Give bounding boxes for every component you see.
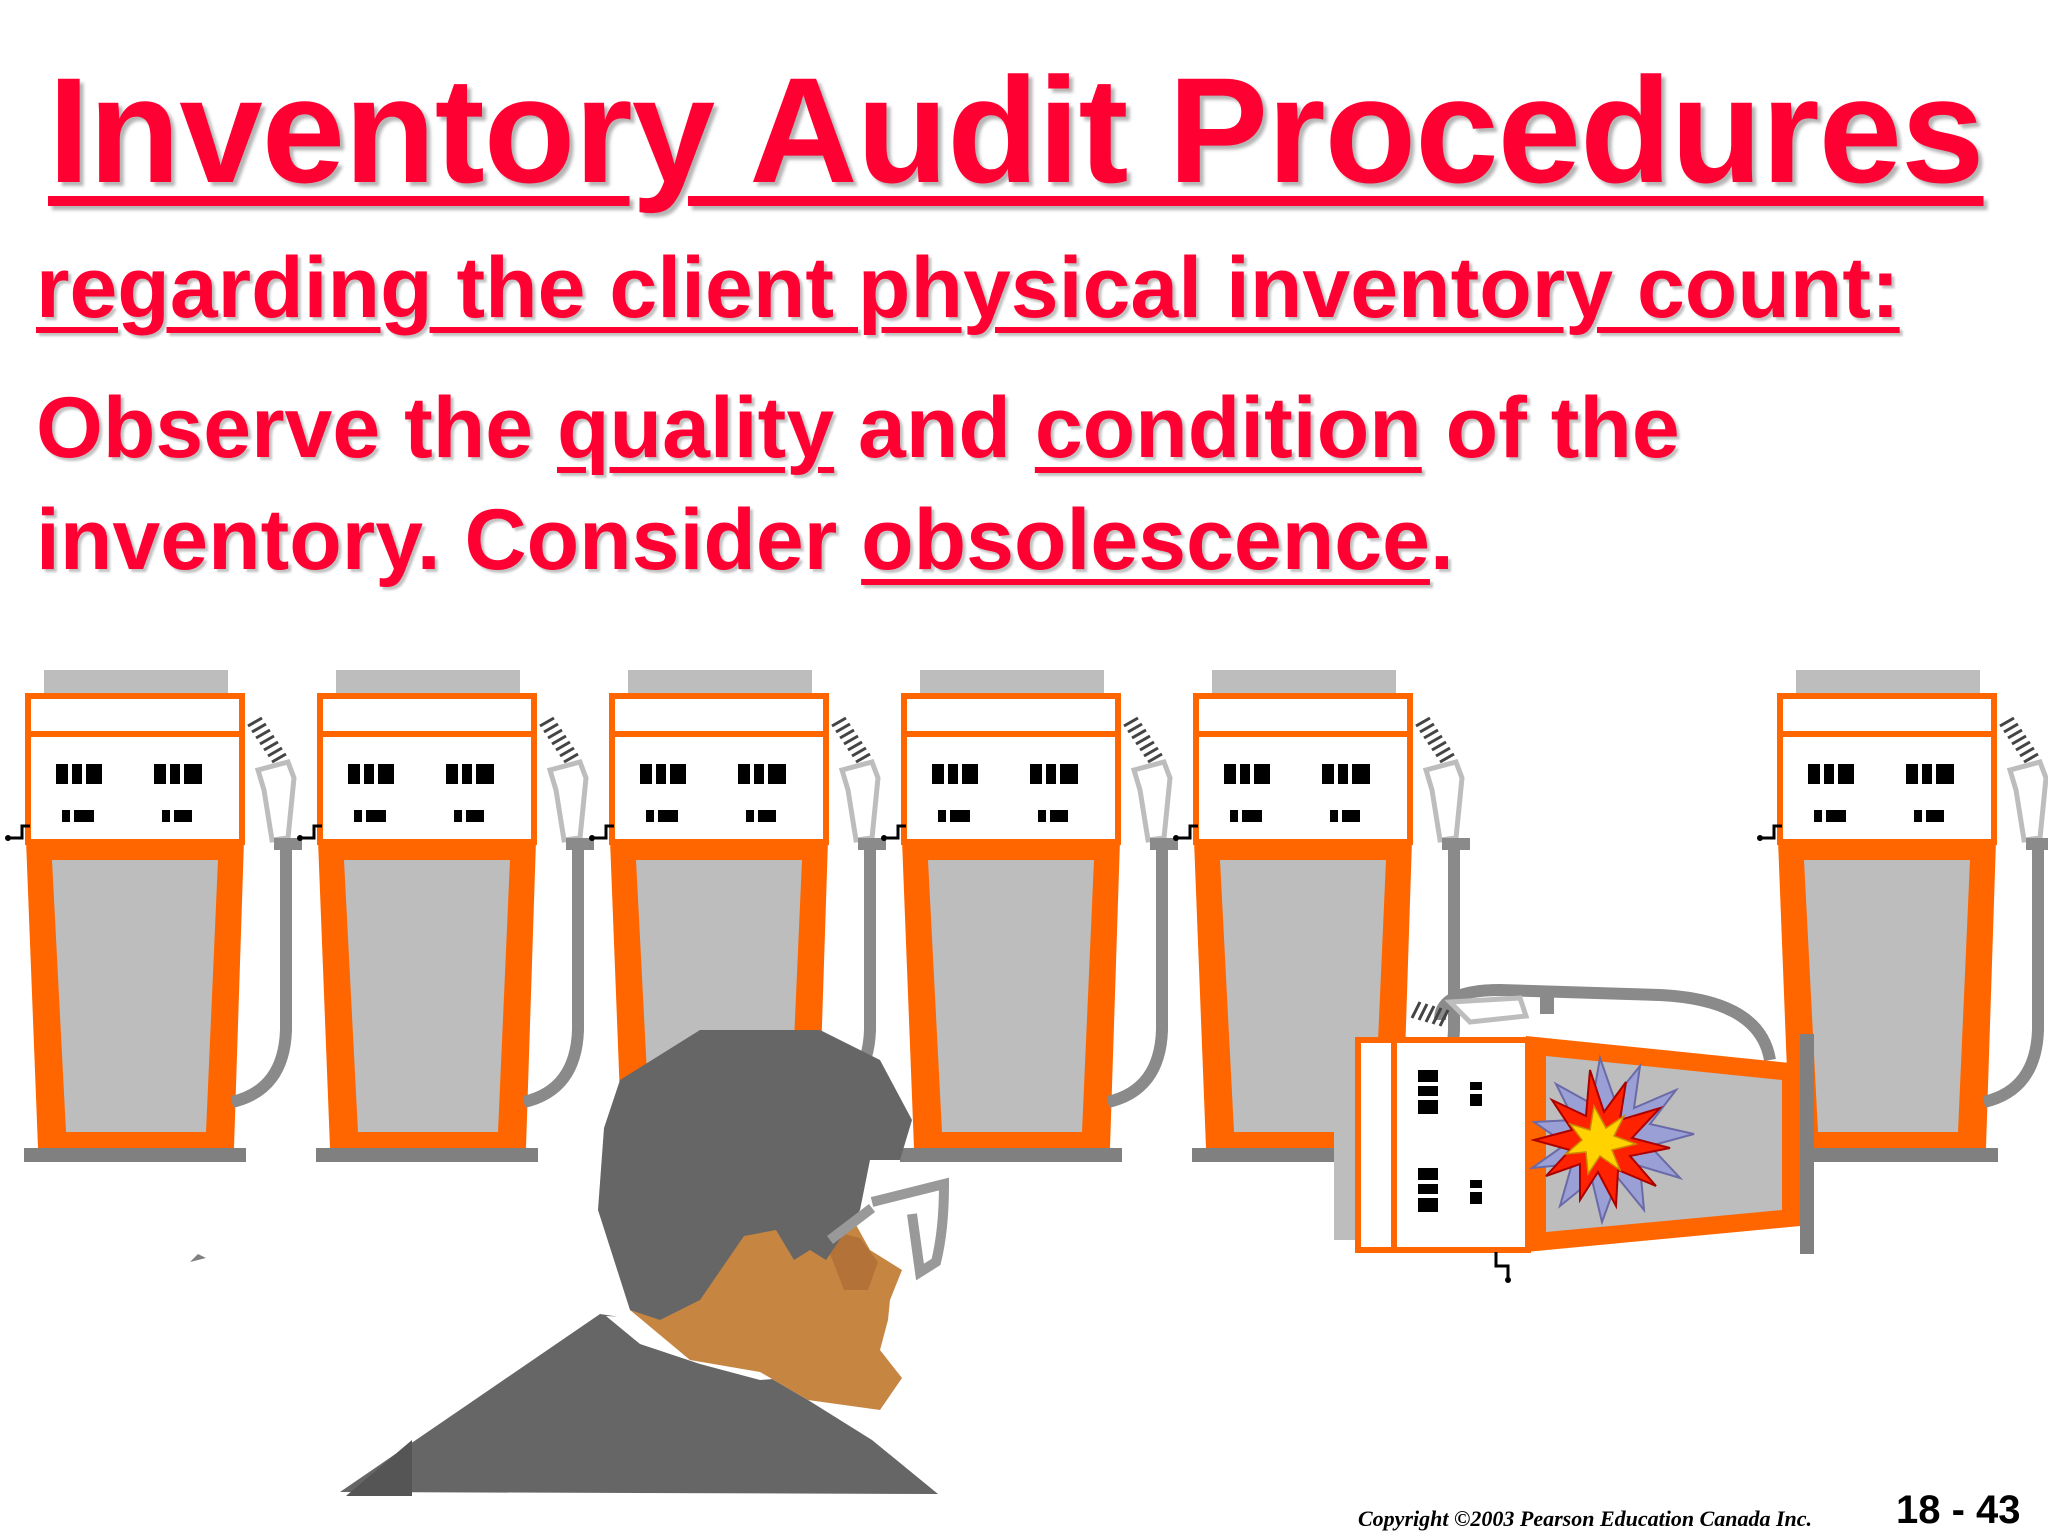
slide-body: Observe the quality and condition of the… bbox=[36, 372, 1936, 596]
body-word-quality: quality bbox=[557, 380, 835, 476]
slide-subtitle: regarding the client physical inventory … bbox=[36, 240, 1900, 336]
copyright-notice: Copyright ©2003 Pearson Education Canada… bbox=[1358, 1506, 1813, 1531]
gas-pump-1 bbox=[5, 670, 302, 1162]
slide-title: Inventory Audit Procedures bbox=[48, 46, 1985, 214]
gas-pump-4 bbox=[881, 670, 1178, 1162]
body-text-part4: . bbox=[1429, 492, 1454, 588]
body-text-part1: Observe the bbox=[36, 380, 557, 476]
gas-pump-illustration bbox=[0, 640, 2048, 1496]
body-text-part2: and bbox=[834, 380, 1035, 476]
man-with-glasses bbox=[340, 1030, 950, 1496]
page-number: 18 - 43 bbox=[1896, 1488, 2021, 1532]
body-word-condition: condition bbox=[1034, 380, 1422, 476]
explosion-burst bbox=[1528, 1054, 1695, 1226]
gas-pump-2 bbox=[297, 670, 594, 1162]
body-word-obsolescence: obsolescence bbox=[861, 492, 1430, 588]
body-text-part3: of the inventory. Consider bbox=[36, 380, 1680, 588]
